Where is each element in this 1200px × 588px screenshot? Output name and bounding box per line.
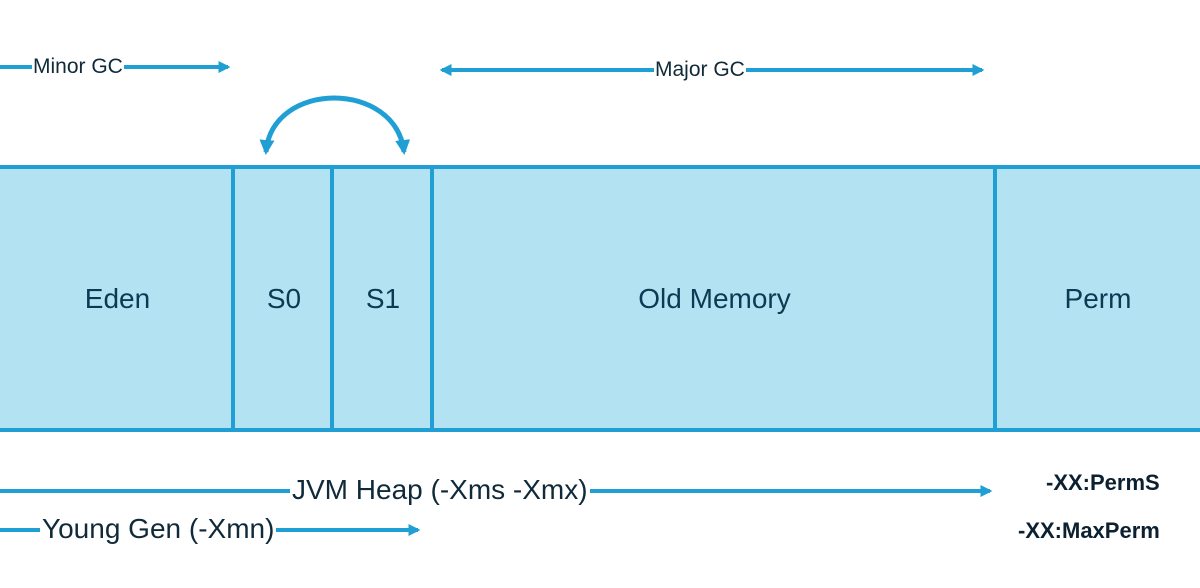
max-perm-size-flag: -XX:MaxPerm [1018, 518, 1160, 543]
old-memory-label: Old Memory [638, 282, 791, 314]
young-gen-label: Young Gen (-Xmn) [40, 513, 277, 545]
s1-region: S1 [333, 165, 433, 432]
perm-region: Perm [996, 165, 1200, 432]
perm-label: Perm [1064, 282, 1132, 314]
separator-s0-s1 [330, 165, 334, 432]
jvm-heap-label: JVM Heap (-Xms -Xmx) [290, 474, 590, 506]
s0-region: S0 [235, 165, 333, 432]
eden-label: Eden [84, 282, 151, 314]
s1-label: S1 [365, 282, 401, 314]
eden-region: Eden [0, 165, 235, 432]
minor-gc-label: Minor GC [32, 55, 124, 79]
old-memory-region: Old Memory [433, 165, 996, 432]
separator-s1-old [430, 165, 434, 432]
major-gc-label: Major GC [654, 58, 746, 82]
separator-eden-s0 [231, 165, 235, 432]
separator-old-perm [993, 165, 997, 432]
survivor-swap-arrow [259, 95, 411, 155]
s0-label: S0 [266, 282, 302, 314]
perm-size-flag: -XX:PermS [1046, 470, 1160, 495]
